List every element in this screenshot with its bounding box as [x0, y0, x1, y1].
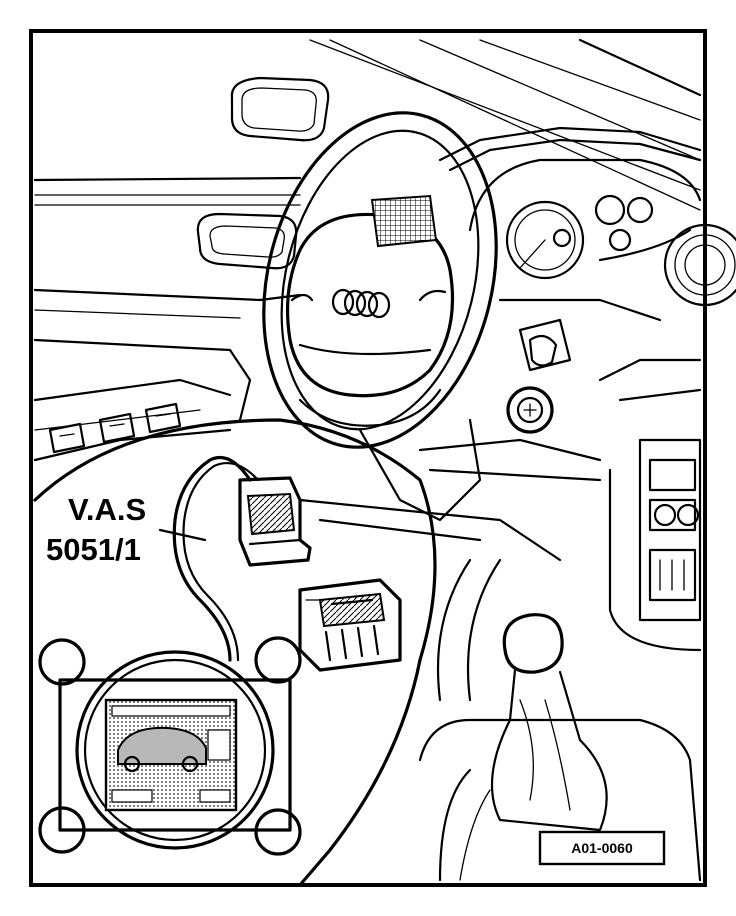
rear-view-mirror — [230, 76, 330, 142]
callout-leader — [158, 528, 207, 542]
detail-magnifier — [33, 418, 437, 887]
callout-label-line2: 5051/1 — [46, 532, 141, 567]
reference-id: A01-0060 — [571, 840, 633, 856]
steering-wheel — [262, 111, 498, 522]
device-bumper-bottom-left — [38, 806, 86, 854]
door-panel — [33, 176, 302, 462]
car-graphic-icon — [117, 726, 207, 765]
footwell-lines — [298, 498, 562, 702]
vas-connector — [172, 455, 312, 662]
outer-frame — [29, 29, 707, 887]
gear-shift — [418, 613, 702, 882]
dashboard — [418, 126, 736, 652]
vas-tester-device — [38, 636, 302, 856]
device-bumper-bottom-right — [254, 808, 302, 856]
diagnostic-socket — [298, 578, 402, 672]
reference-box: A01-0060 — [538, 830, 666, 866]
device-bumper-top-right — [254, 636, 302, 684]
callout-label-line1: V.A.S — [68, 492, 146, 527]
windshield-lines — [309, 38, 702, 211]
device-bumper-top-left — [38, 638, 86, 686]
rings-logo-icon — [331, 288, 391, 319]
